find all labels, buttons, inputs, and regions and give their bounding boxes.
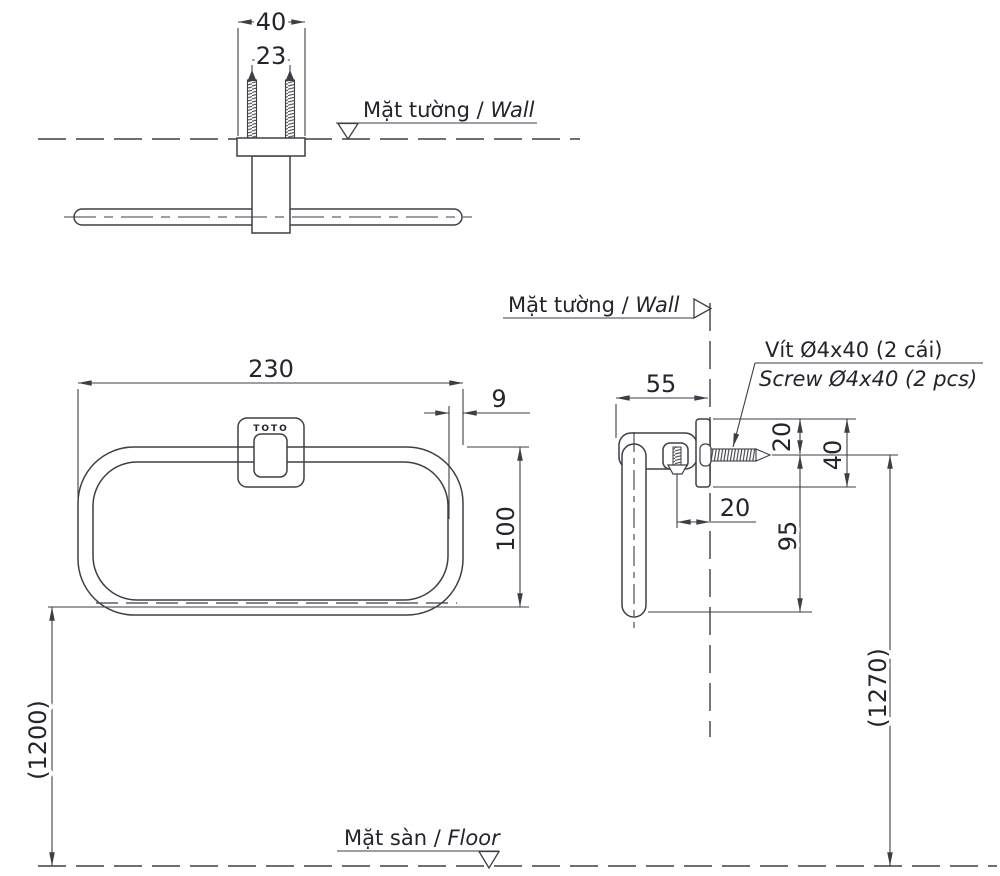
wall-label-side-vi: Mặt tường /	[508, 293, 635, 317]
svg-text:Mặt sàn / Floor: Mặt sàn / Floor	[344, 826, 501, 850]
dim-overall-height: 100	[48, 446, 529, 608]
floor-datum: Mặt sàn / Floor	[38, 826, 997, 870]
wall-label-side: Mặt tường / Wall	[503, 293, 713, 320]
svg-text:Mặt tường / Wall: Mặt tường / Wall	[363, 98, 535, 122]
dim-depth-value: 55	[646, 370, 677, 398]
dim-setscrew-to-wall: 20	[676, 474, 756, 528]
mounting-screw-side	[699, 443, 772, 467]
wall-label-top-vi: Mặt tường /	[363, 98, 490, 122]
dim-tube-diameter: 9	[424, 382, 530, 519]
screw-callout-leader	[732, 362, 756, 448]
dim-screw-to-ring-bottom-value: 95	[774, 521, 802, 552]
wall-datum-triangle-icon	[336, 122, 360, 141]
screw-callout: Vít Ø4x40 (2 cái) Screw Ø4x40 (2 pcs)	[732, 338, 983, 448]
dim-overall-width-value: 230	[248, 355, 294, 383]
wall-label-top-en: Wall	[490, 98, 534, 122]
dim-ring-bottom-to-floor-value: (1200)	[24, 700, 52, 780]
dim-overall-height-value: 100	[492, 506, 520, 552]
dim-plate-top-to-screw-value: 20	[768, 422, 796, 453]
dim-screw-to-floor-value: (1270)	[864, 648, 892, 728]
wall-datum-triangle-side-icon	[693, 297, 713, 320]
post-top-view	[251, 155, 291, 234]
set-screw	[666, 446, 689, 475]
dim-screw-to-ring-bottom: 95	[648, 454, 812, 613]
dim-ring-bottom-to-floor: (1200)	[21, 606, 56, 867]
screw-callout-en: Screw Ø4x40 (2 pcs)	[759, 367, 977, 391]
dim-setscrew-to-wall-value: 20	[720, 494, 751, 522]
dim-screw-spacing: 23	[251, 39, 291, 74]
wall-label-side-en: Wall	[635, 293, 679, 317]
front-view: TOTO 230 9 100 (1200)	[21, 352, 530, 867]
mounting-screws-top-view	[246, 70, 296, 139]
dim-tube-diameter-value: 9	[491, 385, 506, 413]
dim-depth: 55	[615, 367, 709, 438]
wall-label-top: Mặt tường / Wall	[336, 98, 537, 141]
dim-screw-to-floor: (1270)	[772, 454, 898, 867]
dim-plate-width-value: 40	[256, 8, 287, 36]
dim-screw-spacing-value: 23	[256, 42, 287, 70]
svg-text:Mặt tường / Wall: Mặt tường / Wall	[508, 293, 680, 317]
dim-plate-top-to-screw: 20	[713, 418, 856, 456]
side-view: 55 20 40 20 95 (1270)	[503, 293, 983, 867]
top-view: 40 23 Mặt tường / Wall	[38, 5, 580, 234]
brand-logo: TOTO	[253, 424, 289, 434]
screw-callout-vi: Vít Ø4x40 (2 cái)	[765, 338, 943, 362]
dim-plate-width: 40	[237, 5, 306, 136]
wall-plate-top-view	[236, 137, 306, 157]
floor-label-en: Floor	[447, 826, 501, 850]
plate-boss-front	[253, 433, 288, 478]
dim-overall-width: 230	[77, 352, 464, 497]
floor-label-vi: Mặt sàn /	[344, 826, 447, 850]
floor-datum-triangle-icon	[477, 850, 501, 870]
